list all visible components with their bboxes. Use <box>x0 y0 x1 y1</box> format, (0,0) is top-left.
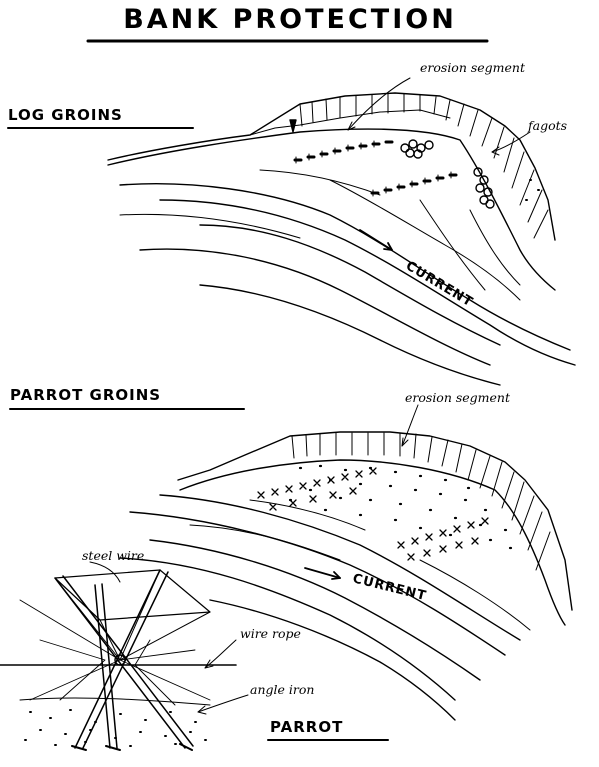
fagots-label: fagots <box>527 118 567 133</box>
parrot-groins-sketch <box>119 404 573 721</box>
parrot-erosion-segment-label: erosion segment <box>405 390 511 405</box>
parrot-detail-sketch <box>0 561 249 751</box>
steel-wire-label: steel wire <box>82 548 144 563</box>
log-current-label: CURRENT <box>403 259 476 311</box>
log-groins-sketch <box>107 77 576 386</box>
wire-rope-label: wire rope <box>240 626 301 641</box>
parrot-groins-heading: PARROT GROINS <box>10 386 161 404</box>
page-title: BANK PROTECTION <box>123 4 457 35</box>
log-erosion-segment-label: erosion segment <box>420 60 526 75</box>
angle-iron-label: angle iron <box>250 682 314 697</box>
parrot-caption: PARROT <box>270 718 343 736</box>
log-groins-heading: LOG GROINS <box>8 106 123 124</box>
